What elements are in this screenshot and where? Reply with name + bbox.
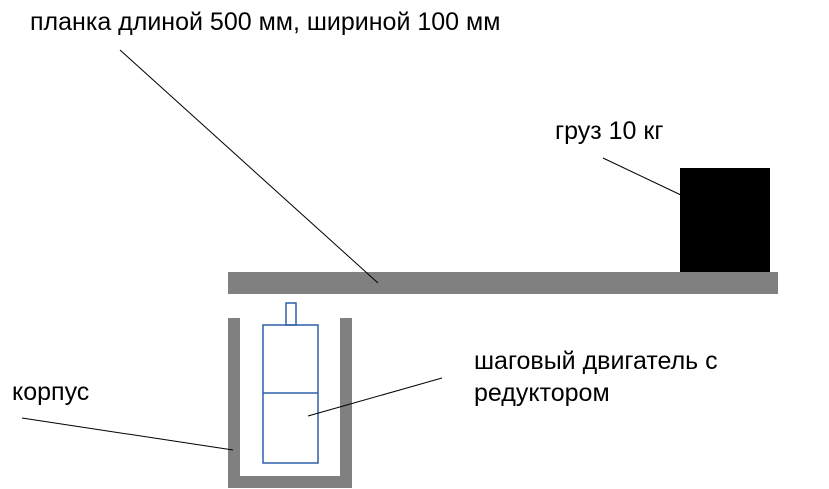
motor-label-line1: шаговый двигатель с — [474, 347, 718, 375]
plank-label: планка длиной 500 мм, шириной 100 мм — [30, 8, 501, 36]
stepper-motor — [262, 302, 319, 464]
load-block — [680, 168, 770, 272]
housing — [228, 318, 352, 488]
leader-lines — [21, 49, 684, 451]
housing-label: корпус — [12, 378, 90, 406]
load-label: груз 10 кг — [555, 117, 664, 145]
motor-label-line2: редуктором — [474, 379, 610, 407]
plank — [228, 272, 778, 294]
